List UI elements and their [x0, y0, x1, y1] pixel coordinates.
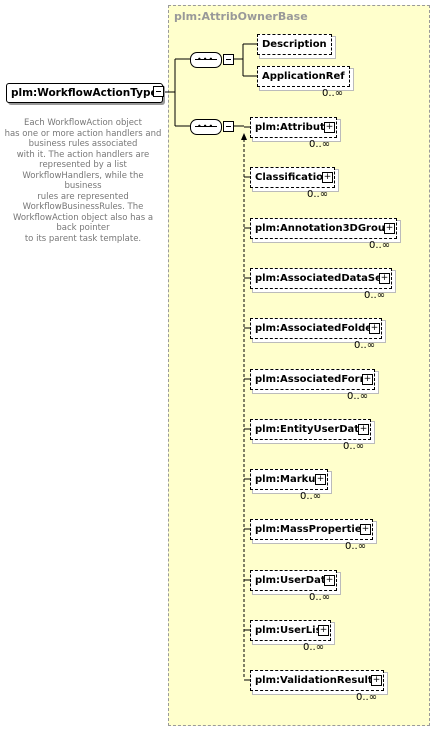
expand-icon[interactable]: + [379, 273, 390, 284]
occurrence-label: 0..∞ [364, 290, 386, 301]
schema-element[interactable]: plm:AssociatedFolder [250, 318, 385, 342]
expand-icon[interactable]: + [371, 675, 382, 686]
expand-icon[interactable]: + [369, 323, 380, 334]
occurrence-label: 0..∞ [322, 88, 344, 99]
element-label: plm:Attribute [255, 122, 332, 133]
expand-icon[interactable]: + [358, 424, 369, 435]
element-label: Classification [255, 172, 331, 183]
schema-element[interactable]: plm:Annotation3DGroup [250, 218, 401, 242]
schema-element[interactable]: plm:AssociatedDataSet [250, 268, 395, 292]
root-label: plm:WorkflowActionType [11, 87, 158, 99]
expand-icon[interactable]: + [318, 625, 329, 636]
element-label: ApplicationRef [262, 71, 345, 82]
expand-icon[interactable]: + [384, 223, 395, 234]
occurrence-label: 0..∞ [343, 441, 365, 452]
documentation-line: with it. The action handlers are [16, 149, 150, 160]
schema-element[interactable]: plm:MassProperties [250, 519, 376, 543]
documentation-line: has one or more action handlers and [4, 128, 162, 139]
expand-icon[interactable]: + [324, 122, 335, 133]
expand-icon[interactable]: + [324, 575, 335, 586]
root-collapse-icon[interactable] [153, 86, 164, 97]
documentation-line: back pointer [56, 223, 110, 233]
documentation-line: to its parent task template. [24, 233, 142, 244]
sequence-2-compositor: ••• [190, 119, 222, 135]
occurrence-label: 0..∞ [303, 642, 325, 653]
schema-element[interactable]: Description [257, 34, 332, 55]
root-element[interactable]: plm:WorkflowActionType [6, 83, 163, 103]
schema-element[interactable]: ApplicationRef [257, 66, 353, 90]
schema-element[interactable]: plm:UserList [250, 620, 335, 644]
sequence-1-collapse-icon[interactable] [223, 54, 234, 65]
element-label: plm:Annotation3DGroup [255, 223, 393, 234]
documentation-line: represented by a list [39, 160, 127, 170]
occurrence-label: 0..∞ [347, 391, 369, 402]
element-label: plm:EntityUserData [255, 424, 366, 435]
schema-element[interactable]: plm:EntityUserData [250, 419, 374, 443]
element-label: plm:AssociatedForm [255, 374, 370, 385]
schema-element[interactable]: plm:ValidationResults [250, 670, 387, 694]
element-label: plm:MassProperties [255, 524, 368, 535]
element-label: plm:AssociatedDataSet [255, 273, 387, 284]
documentation-line: Each WorkflowAction object [24, 118, 142, 128]
element-label: plm:AssociatedFolder [255, 323, 377, 334]
schema-element[interactable]: Classification [250, 167, 339, 191]
expand-icon[interactable]: + [362, 374, 373, 385]
occurrence-label: 0..∞ [354, 340, 376, 351]
occurrence-label: 0..∞ [307, 189, 329, 200]
sequence-1-compositor: ••• [190, 52, 222, 68]
occurrence-label: 0..∞ [356, 692, 378, 703]
occurrence-label: 0..∞ [300, 491, 322, 502]
element-label: plm:UserList [255, 625, 327, 636]
documentation-line: WorkflowHandlers, while the [22, 170, 144, 181]
sequence-2-collapse-icon[interactable] [223, 121, 234, 132]
element-label: plm:ValidationResults [255, 675, 379, 686]
documentation-line: business [64, 181, 102, 191]
expand-icon[interactable]: + [315, 474, 326, 485]
expand-icon[interactable]: + [360, 524, 371, 535]
occurrence-label: 0..∞ [345, 541, 367, 552]
element-label: plm:Markup [255, 474, 323, 485]
element-label: Description [262, 39, 327, 50]
documentation-line: business rules associated [28, 139, 138, 149]
expand-icon[interactable]: + [322, 172, 333, 183]
group-title: plm:AttribOwnerBase [174, 10, 308, 23]
documentation-line: WorkflowAction object also has a [12, 212, 154, 223]
documentation-line: WorkflowBusinessRules. The [22, 202, 144, 212]
documentation-line: rules are represented [37, 191, 129, 202]
occurrence-label: 0..∞ [369, 240, 391, 251]
occurrence-label: 0..∞ [309, 139, 331, 150]
schema-element[interactable]: plm:AssociatedForm [250, 369, 378, 393]
occurrence-label: 0..∞ [309, 592, 331, 603]
element-label: plm:UserData [255, 575, 333, 586]
schema-element[interactable]: plm:Attribute [250, 117, 340, 141]
